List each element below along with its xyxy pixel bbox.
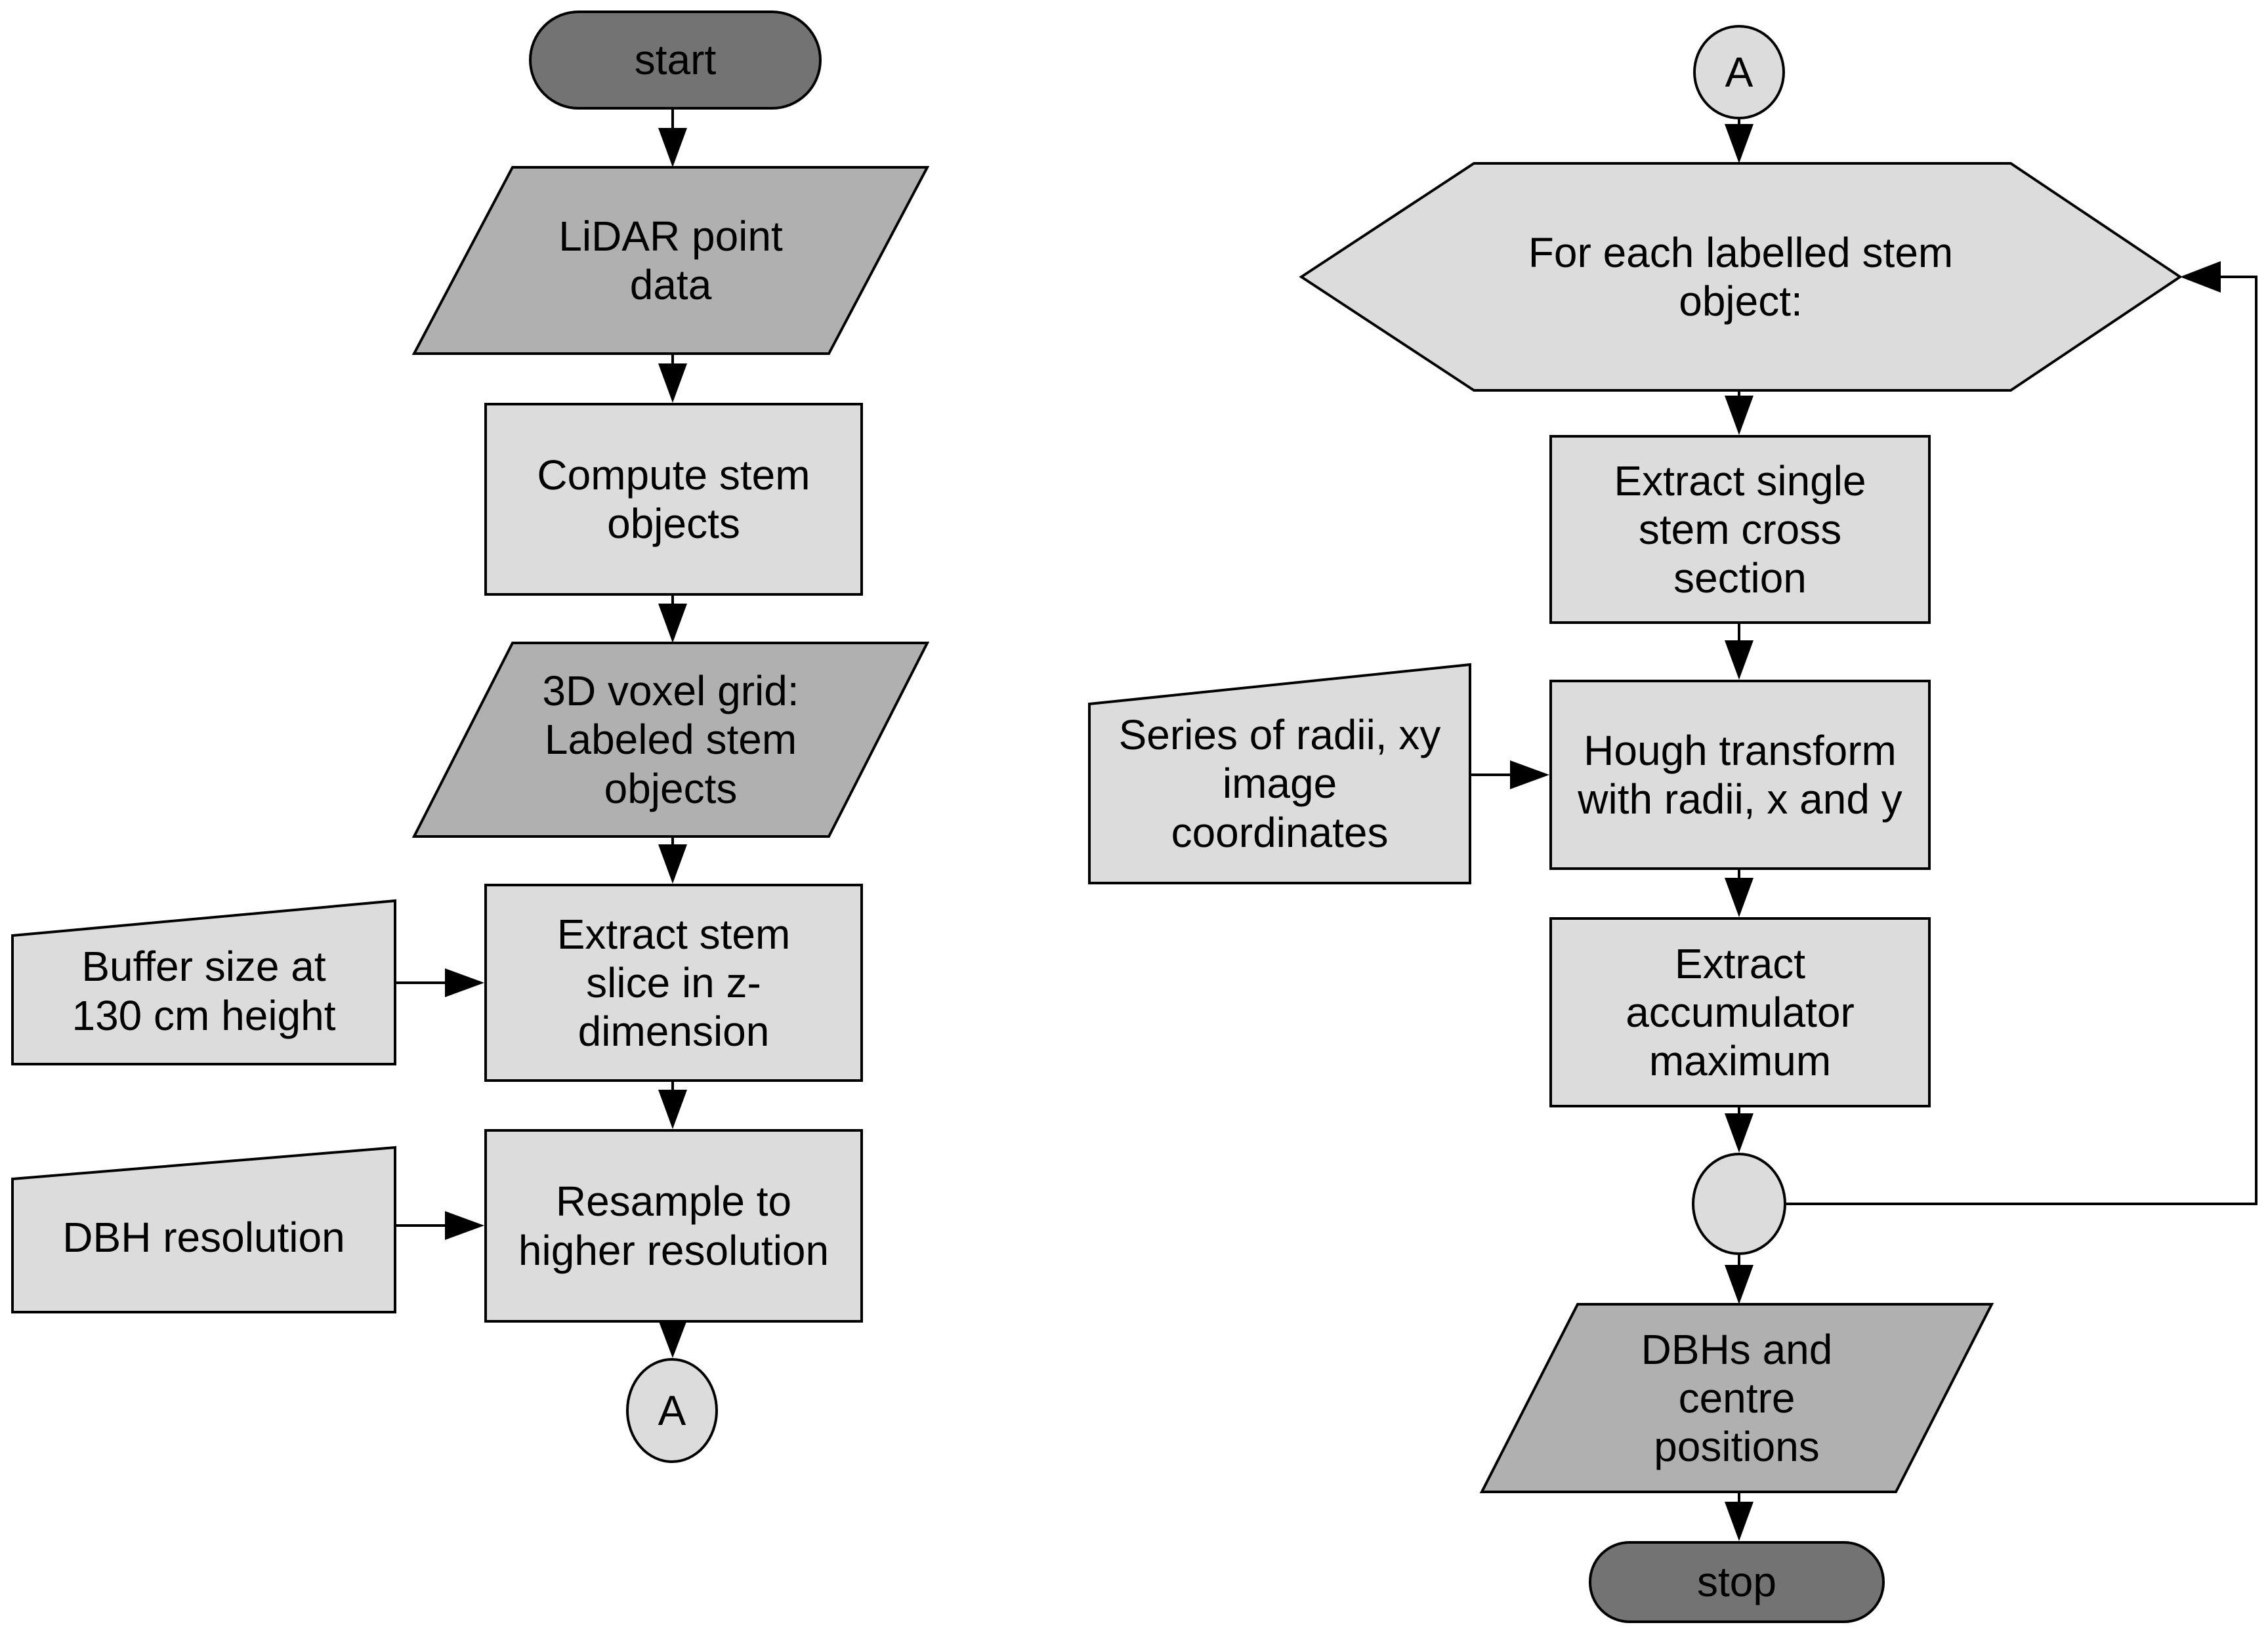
parallelogram-shape bbox=[1479, 1303, 1994, 1493]
node-connector-a-right-label: A bbox=[1725, 48, 1754, 96]
node-resample-label: Resample to higher resolution bbox=[518, 1178, 830, 1274]
node-resample: Resample to higher resolution bbox=[484, 1129, 863, 1323]
node-loop-junction-label bbox=[1694, 1155, 1784, 1252]
node-extract-stem-slice: Extract stem slice in z- dimension bbox=[484, 884, 863, 1082]
node-hough-transform-label: Hough transform with radii, x and y bbox=[1578, 726, 1902, 823]
arrow-dbhs-to-stop bbox=[1725, 1492, 1754, 1541]
node-dbhs-and-centre-positions: DBHs and centre positions bbox=[1479, 1303, 1994, 1493]
arrow-hough-to-extract-acc bbox=[1725, 870, 1754, 917]
node-for-each-labelled-stem-label: For each labelled stem object: bbox=[1528, 228, 1954, 325]
node-for-each-labelled-stem: For each labelled stem object: bbox=[1299, 162, 2183, 392]
node-hough-transform: Hough transform with radii, x and y bbox=[1549, 680, 1931, 870]
hexagon-shape bbox=[1299, 162, 2183, 392]
arrow-voxel-to-extract-slice bbox=[658, 836, 687, 884]
arrow-start-to-lidar bbox=[658, 110, 687, 167]
node-lidar-point-data-label: LiDAR point data bbox=[558, 212, 783, 308]
arrow-junction-to-dbhs bbox=[1725, 1255, 1754, 1304]
node-connector-a-left: A bbox=[626, 1358, 718, 1463]
node-stop-label: stop bbox=[1697, 1558, 1776, 1606]
arrow-lidar-to-compute bbox=[658, 354, 687, 403]
arrow-dbh-resolution-to-resample bbox=[395, 1211, 484, 1240]
arrow-loop-to-extract-single bbox=[1725, 390, 1754, 435]
arrow-extract-slice-to-resample bbox=[658, 1082, 687, 1129]
manual-input-shape bbox=[11, 1145, 396, 1313]
arrow-compute-to-voxel bbox=[658, 596, 687, 643]
node-connector-a-left-label: A bbox=[658, 1386, 686, 1434]
node-3d-voxel-grid: 3D voxel grid: Labeled stem objects bbox=[411, 642, 930, 838]
node-extract-single-cross-section-label: Extract single stem cross section bbox=[1614, 457, 1866, 602]
node-dbh-resolution: DBH resolution bbox=[11, 1145, 396, 1313]
node-extract-accumulator-maximum: Extract accumulator maximum bbox=[1549, 917, 1931, 1107]
node-buffer-size: Buffer size at 130 cm height bbox=[11, 899, 396, 1065]
node-loop-junction bbox=[1692, 1153, 1786, 1255]
parallelogram-shape bbox=[411, 642, 930, 838]
node-3d-voxel-grid-label: 3D voxel grid: Labeled stem objects bbox=[542, 667, 799, 812]
node-extract-accumulator-maximum-label: Extract accumulator maximum bbox=[1626, 939, 1855, 1085]
node-extract-single-cross-section: Extract single stem cross section bbox=[1549, 435, 1931, 624]
arrow-buffer-to-extract-slice bbox=[395, 968, 484, 997]
node-series-of-radii: Series of radii, xy image coordinates bbox=[1088, 663, 1471, 884]
parallelogram-shape bbox=[411, 166, 930, 355]
node-buffer-size-label: Buffer size at 130 cm height bbox=[72, 943, 336, 1039]
manual-input-shape bbox=[11, 899, 396, 1065]
node-stop: stop bbox=[1589, 1541, 1885, 1623]
node-lidar-point-data: LiDAR point data bbox=[411, 166, 930, 355]
arrow-connector-a-to-loop bbox=[1725, 119, 1754, 163]
node-extract-stem-slice-label: Extract stem slice in z- dimension bbox=[556, 910, 791, 1056]
loop-back-line bbox=[1786, 261, 2258, 1205]
node-dbh-resolution-label: DBH resolution bbox=[62, 1214, 345, 1262]
arrow-resample-to-connector-a bbox=[658, 1320, 687, 1358]
node-start-label: start bbox=[634, 36, 717, 84]
arrow-extract-single-to-hough bbox=[1725, 624, 1754, 680]
node-connector-a-right: A bbox=[1693, 25, 1785, 119]
arrow-extract-acc-to-junction bbox=[1725, 1107, 1754, 1153]
node-compute-stem-objects: Compute stem objects bbox=[484, 403, 863, 596]
arrow-series-to-hough bbox=[1470, 760, 1549, 789]
node-compute-stem-objects-label: Compute stem objects bbox=[537, 451, 810, 547]
node-series-of-radii-label: Series of radii, xy image coordinates bbox=[1118, 711, 1441, 856]
node-dbhs-and-centre-positions-label: DBHs and centre positions bbox=[1641, 1325, 1833, 1471]
manual-input-shape bbox=[1088, 663, 1471, 884]
node-start: start bbox=[529, 10, 822, 110]
